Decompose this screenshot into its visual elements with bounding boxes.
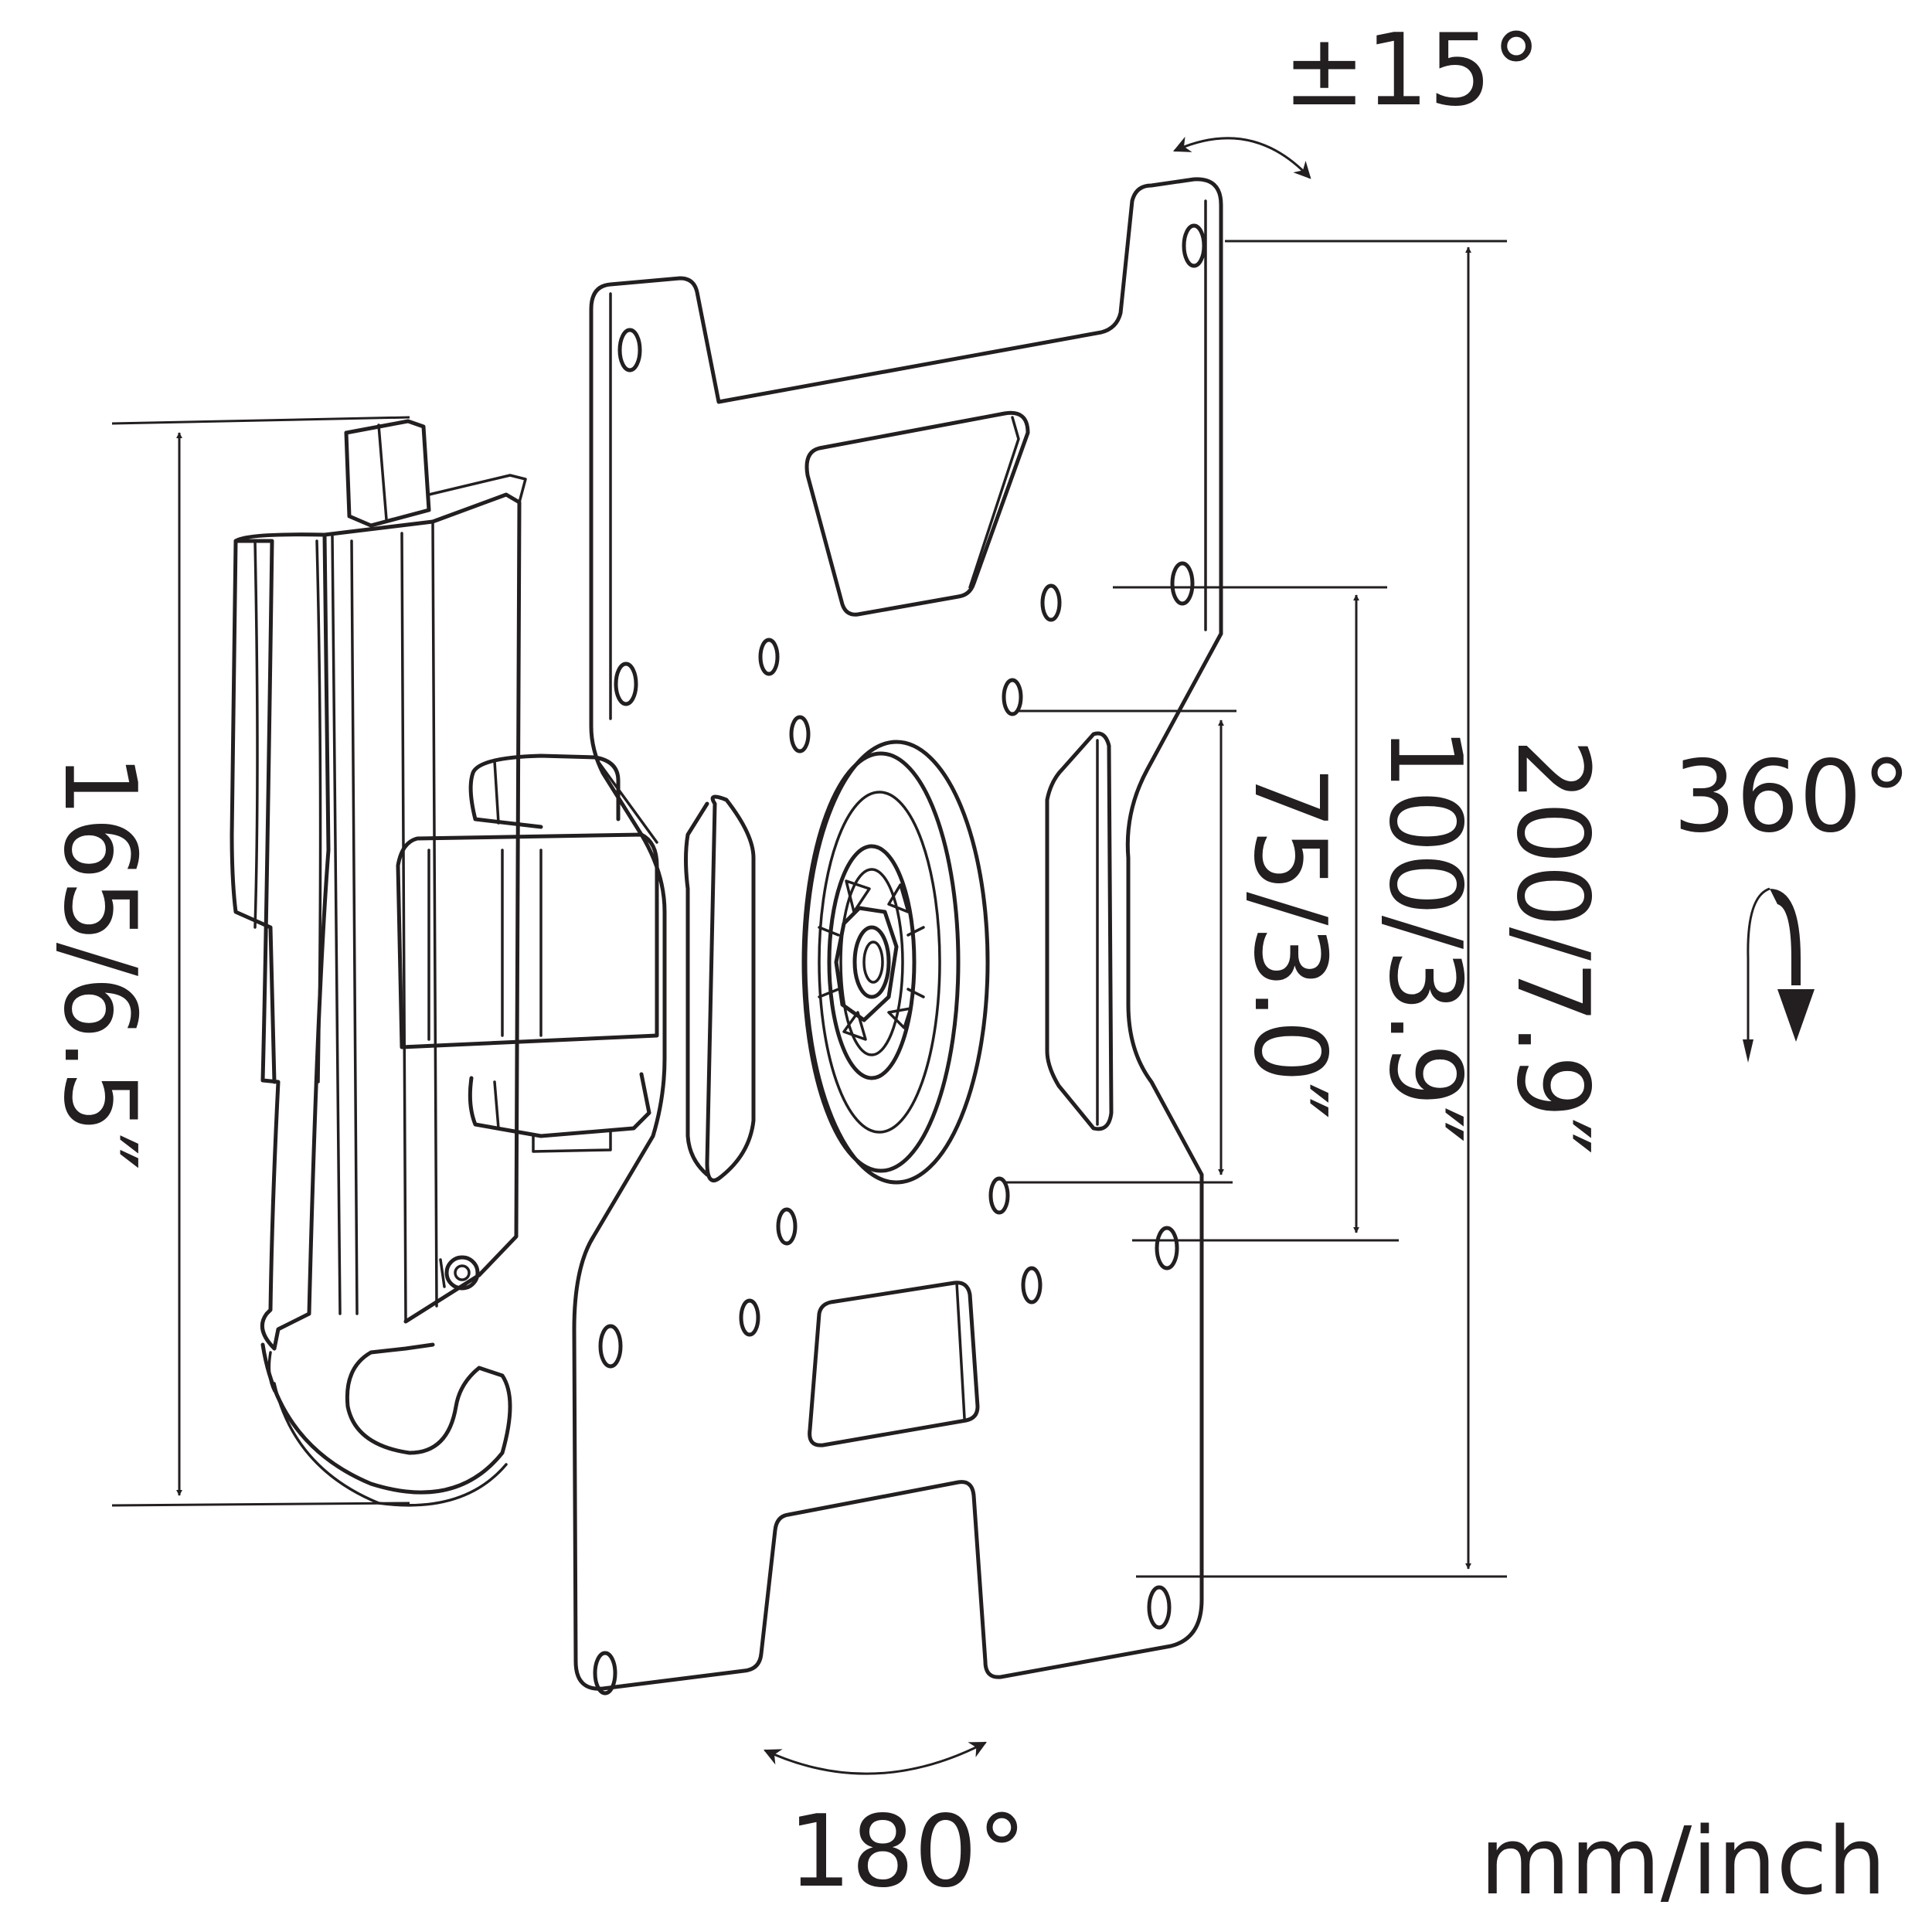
swivel-joint [396,753,659,1153]
vesa-200-dimension: 200/7.9″ [1495,739,1610,1155]
vesa-75-dimension: 75/3.0″ [1232,766,1347,1119]
rotation-arrow-icon [1743,887,1815,1063]
units-label: mm/inch [1480,1808,1886,1916]
tilt-label: ±15° [1283,13,1541,128]
rotation-disc [801,740,990,1185]
rotation-label: 360° [1673,740,1911,855]
curved-double-arrow-icon [1172,136,1311,179]
wall-arm [230,419,527,1507]
vesa-plate [572,177,1223,1696]
vesa-100-dimension: 100/3.9″ [1367,727,1482,1144]
arm-height-dimension: 165/6.5″ [42,754,157,1171]
bolt-icon [439,1255,480,1291]
swivel-label: 180° [788,1794,1026,1910]
curved-double-arrow-icon [764,1741,987,1775]
mounting-hole-icon [593,223,1206,1696]
dimension-lines [111,240,1507,1578]
